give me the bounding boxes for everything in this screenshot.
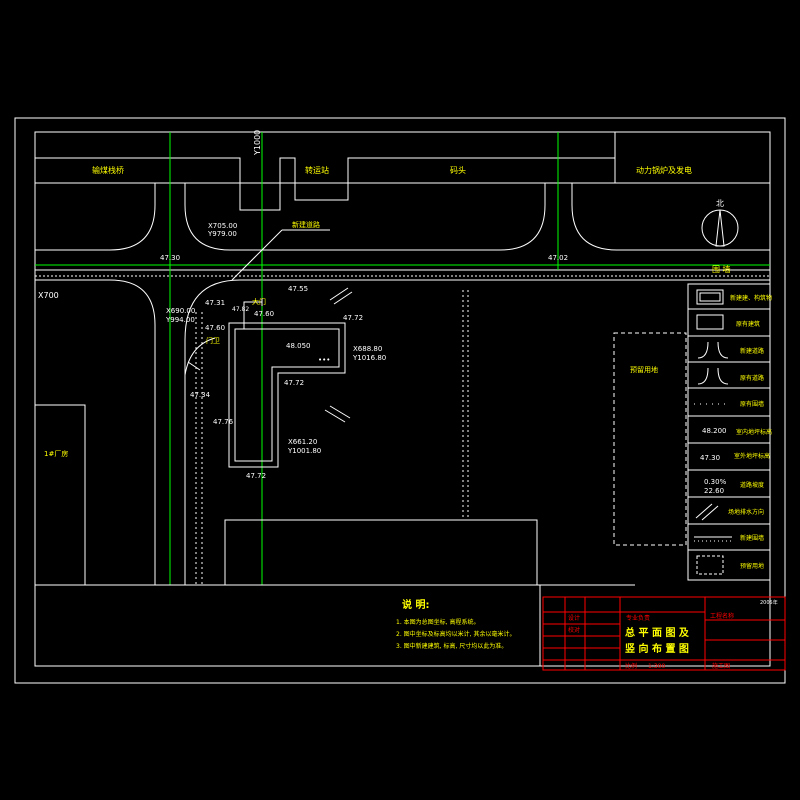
- elev-12: 47.55: [288, 285, 308, 293]
- note-line-2: 2. 图中坐标及标高均以米计, 其余以毫米计。: [396, 630, 515, 638]
- building-elevation: 48.050: [286, 342, 311, 350]
- outer-frame: [14, 117, 786, 684]
- callouts: 新建道路 大门 门卫: [206, 220, 330, 345]
- tb-project: 工程名称: [710, 612, 734, 620]
- svg-text:•••: •••: [318, 356, 330, 364]
- roads: [35, 183, 770, 585]
- elev-9: 47.76: [213, 418, 234, 426]
- elev-1: 47.30: [160, 254, 180, 262]
- tb-title-2: 竖 向 布 置 图: [625, 642, 689, 655]
- elev-2: 47.02: [548, 254, 568, 262]
- coord-c2-x: X690.00: [166, 307, 195, 315]
- coord-c4-x: X661.20: [288, 438, 317, 446]
- axis-label-y: Y1000: [253, 130, 262, 156]
- elev-10: 47.72: [246, 472, 266, 480]
- tb-title-1: 总 平 面 图 及: [625, 626, 690, 639]
- coord-c1-y: Y979.00: [207, 230, 237, 238]
- axis-label-x: X700: [38, 291, 59, 300]
- coord-c1-x: X705.00: [208, 222, 237, 230]
- label-tower: 转运站: [305, 165, 329, 175]
- north-arrow-icon: 北: [701, 199, 739, 247]
- notes-title: 说 明:: [402, 598, 429, 611]
- legend-label-3: 原有道路: [740, 374, 764, 382]
- elev-6: 47.60: [205, 324, 225, 332]
- elev-4: 47.60: [254, 310, 274, 318]
- legend-label-0: 新建建、构筑物: [730, 294, 772, 302]
- tb-discipline: 专业负责: [626, 614, 650, 622]
- legend-label-10: 预留用地: [740, 562, 764, 570]
- right-area-label: 预留用地: [630, 365, 658, 374]
- double-rect-icon: [696, 289, 724, 305]
- legend-label-5: 室内地坪标高: [736, 428, 772, 436]
- label-substation: 动力锅炉及发电: [636, 165, 692, 175]
- drainage-arrows: [187, 287, 353, 423]
- label-dock: 码头: [450, 165, 466, 175]
- reserve-icon: [696, 555, 724, 575]
- legend-label-8: 场地排水方向: [728, 508, 764, 516]
- rect-icon: [696, 314, 724, 330]
- label-yard-left: 输煤栈桥: [92, 165, 124, 175]
- axis-lines: Y1000 X700: [35, 130, 770, 585]
- floor-elev-icon: 48.200: [702, 427, 727, 435]
- notes: 说 明: 1. 本图为总图坐标, 高程系统。 2. 图中坐标及标高均以米计, 其…: [396, 598, 515, 650]
- elev-7: 47.34: [190, 391, 211, 399]
- coord-c3-x: X688.80: [353, 345, 382, 353]
- lower-buildings: 1#厂房: [35, 404, 635, 666]
- legend: 新建建、构筑物 原有建筑 新建道路 原有道路 原有围墙 48.200 室内地坪标…: [687, 283, 772, 581]
- elev-3: 47.31: [205, 299, 225, 307]
- legend-label-4: 原有围墙: [740, 400, 764, 408]
- slope-icon: 0.30%: [704, 478, 727, 486]
- coord-c3-y: Y1016.80: [352, 354, 386, 362]
- note-line-1: 1. 本图为总图坐标, 高程系统。: [396, 618, 479, 626]
- legend-label-6: 室外地坪标高: [734, 452, 770, 460]
- new-building: 48.050 •••: [228, 298, 346, 468]
- elev-8: 47.72: [284, 379, 304, 387]
- fences: 预留用地: [184, 290, 687, 585]
- tb-scale-value: 1:300: [648, 663, 665, 670]
- north-label: 北: [716, 199, 724, 208]
- callout-guard: 门卫: [206, 336, 220, 345]
- callout-road: 新建道路: [292, 220, 320, 229]
- legend-label-1: 原有建筑: [736, 320, 760, 328]
- outdoor-elev-icon: 47.30: [700, 454, 720, 462]
- road-label: 围 墙: [712, 264, 731, 274]
- note-line-3: 3. 图中新建建筑, 标高, 尺寸均以此为准。: [396, 642, 507, 650]
- legend-label-7: 道路坡度: [740, 481, 764, 489]
- elev-11: 47.82: [232, 306, 249, 313]
- tb-design: 设计: [568, 614, 580, 622]
- legend-label-2: 新建道路: [740, 347, 764, 355]
- coord-c4-y: Y1001.80: [287, 447, 321, 455]
- top-buildings: 输煤栈桥 转运站 码头 动力锅炉及发电: [35, 132, 770, 211]
- road-new-icon: [697, 341, 729, 359]
- tb-stage: 施工图: [712, 662, 730, 670]
- corner-tag: 2005年: [760, 599, 778, 606]
- tb-scale-label: 比例: [625, 662, 637, 670]
- drain-icon: [695, 503, 719, 521]
- left-building-label: 1#厂房: [44, 449, 68, 458]
- road-old-icon: [697, 367, 729, 385]
- title-block: 2005年 专业负责 工程名称 设计 校对 总 平 面 图 及 竖 向 布 置 …: [542, 596, 786, 671]
- tb-check: 校对: [568, 626, 580, 634]
- inner-frame: [34, 131, 771, 667]
- slope-sample-bottom: 22.60: [704, 487, 724, 495]
- coordinates: X705.00 Y979.00 X690.00 Y994.00 X688.80 …: [165, 222, 386, 455]
- elev-5: 47.72: [343, 314, 363, 322]
- elevations: 47.30 47.02 47.31 47.60 47.72 47.60 47.3…: [160, 254, 568, 480]
- coord-c2-y: Y994.00: [165, 316, 195, 324]
- callout-gate: 大门: [252, 297, 266, 306]
- legend-label-9: 新建围墙: [740, 534, 764, 542]
